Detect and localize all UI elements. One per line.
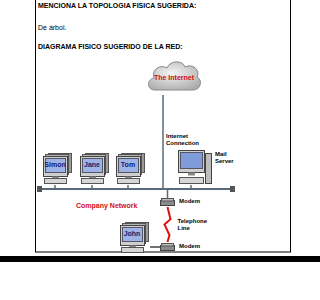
text-label: MENCIONA LA TOPOLOGIA FISICA SUGERIDA: (38, 2, 196, 10)
bus-terminator (37, 186, 42, 192)
bus-terminator (230, 186, 235, 192)
node-label: Mail Server (215, 151, 239, 164)
mail-server: Mail Server (178, 150, 212, 185)
modem-drop (167, 189, 169, 198)
text-label: De árbol. (38, 24, 66, 32)
workstation-icon (116, 153, 146, 185)
page-frame (36, 0, 291, 252)
node-label: John (120, 222, 144, 238)
bus-drop (91, 185, 93, 189)
modem-icon (160, 198, 175, 206)
bus-drop (127, 185, 129, 189)
bottom-bar (0, 256, 320, 262)
workstation: Tom (116, 153, 146, 185)
text-label: Company Network (76, 202, 137, 210)
text-label: Internet Connection (166, 133, 200, 147)
internet-cloud: The Internet (145, 58, 203, 96)
workstation-icon (43, 153, 73, 185)
internet-connection-line (162, 95, 164, 189)
workstation: Jane (80, 153, 110, 185)
node-label: Jane (80, 153, 104, 169)
network-bus (40, 188, 232, 190)
mail-server-icon (178, 150, 212, 185)
modem-icon (160, 243, 175, 251)
modem: Modem (160, 198, 175, 206)
workstation: John (120, 222, 150, 254)
modem: Modem (160, 243, 175, 251)
node-label: Simon (43, 153, 67, 169)
node-label: Tom (116, 153, 140, 169)
workstation: Simon (43, 153, 73, 185)
node-label: Modem (179, 198, 209, 205)
connector (165, 207, 171, 242)
workstation-icon (120, 222, 150, 254)
node-label: The Internet (145, 58, 203, 82)
text-label: DIAGRAMA FISICO SUGERIDO DE LA RED: (38, 43, 183, 51)
node-label: Modem (179, 243, 209, 250)
bus-drop (190, 185, 192, 189)
bus-drop (54, 185, 56, 189)
workstation-icon (80, 153, 110, 185)
edge-label: Telephone Line (178, 218, 212, 232)
connector (150, 247, 160, 248)
